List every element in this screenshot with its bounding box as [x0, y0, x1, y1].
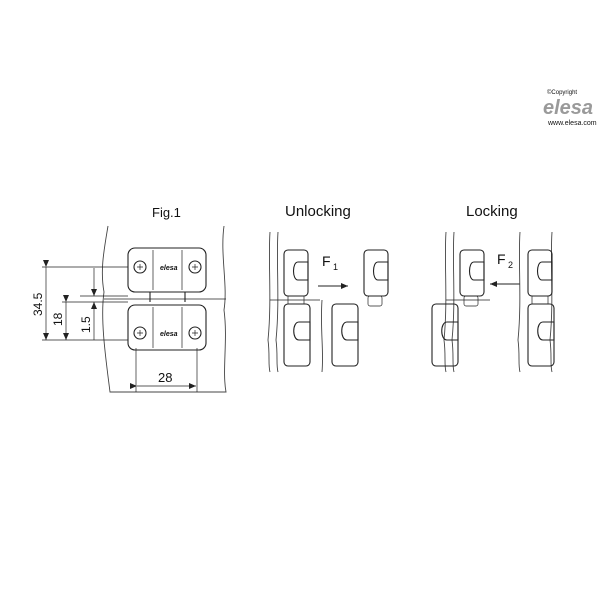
hinge-leaf-side [283, 303, 311, 367]
hinge-knuckle [149, 292, 186, 302]
upper-hinge-leaf: elesa [127, 247, 207, 293]
dim-28-label: 28 [158, 370, 172, 385]
hinge-leaf-side [331, 303, 359, 367]
locking-title: Locking [466, 203, 518, 220]
lower-hinge-leaf: elesa [127, 304, 207, 351]
force-f1-subscript: 1 [333, 262, 338, 272]
hinge-brand-badge: elesa [160, 331, 178, 338]
figure-label: Fig.1 [152, 205, 181, 220]
force-f2-subscript: 2 [508, 260, 513, 270]
screw-icon [133, 260, 147, 274]
hinge-leaf-detached [363, 249, 389, 297]
hinge-brand-badge: elesa [160, 265, 178, 272]
unlocking-diagram: F 1 [267, 231, 389, 373]
locking-diagram: F 2 [431, 231, 555, 373]
dim-34-5-label: 34.5 [31, 292, 45, 316]
hinge-leaf-detached [459, 249, 485, 297]
brand-name: elesa [543, 97, 593, 119]
hinge-leaf-side [527, 249, 553, 297]
dim-18-label: 18 [51, 312, 65, 326]
screw-icon [188, 260, 202, 274]
force-f1-label: F [322, 253, 331, 269]
screw-icon [188, 326, 202, 340]
dim-1-5-label: 1.5 [79, 316, 93, 333]
hinge-leaf-side [283, 249, 309, 297]
screw-icon [133, 326, 147, 340]
force-f2-label: F [497, 251, 506, 267]
brand-website: www.elesa.com [547, 120, 597, 127]
fig1-drawing: elesa elesa 34.5 18 1.5 [31, 225, 227, 393]
panel-outline [101, 225, 227, 393]
elesa-logo: ©Copyright elesa www.elesa.com [543, 89, 597, 127]
copyright-text: ©Copyright [547, 89, 577, 96]
unlocking-title: Unlocking [285, 203, 351, 220]
